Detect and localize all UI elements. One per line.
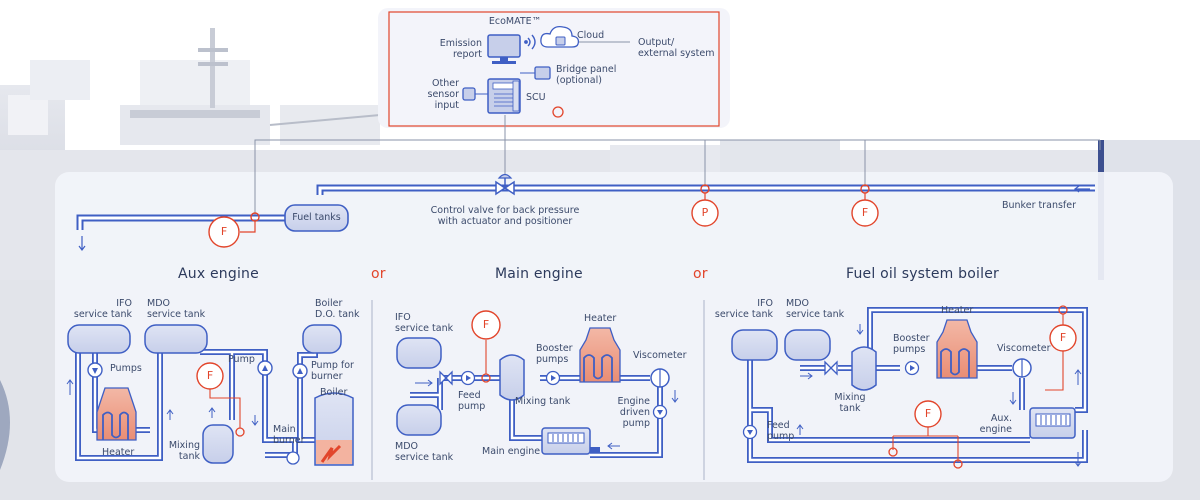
pressure-gauge-letter: P — [701, 206, 709, 219]
boiler-booster-pumps-label: Booster pumps — [893, 333, 930, 355]
boiler-heater-icon — [936, 319, 978, 379]
pressure-gauge — [691, 199, 719, 227]
aux-pump-label: Pump — [228, 354, 255, 365]
boiler-feed-pump-label: Feed pump — [767, 420, 795, 442]
status-indicator — [552, 106, 564, 118]
boiler-mixing-tank-label: Mixing tank — [834, 392, 866, 414]
emission-report-label: Emission report — [439, 38, 482, 60]
aux-main-burner-label: Main burner — [273, 424, 305, 446]
bridge-panel-label: Bridge panel (optional) — [556, 64, 617, 86]
main-feed-pump-label: Feed pump — [458, 390, 486, 412]
aux-engine-icon — [1029, 407, 1076, 439]
aux-ifo-tank — [67, 324, 131, 354]
aux-pumps-label: Pumps — [110, 363, 142, 374]
main-flow-gauge-letter: F — [482, 318, 490, 331]
boiler-ifo-tank — [731, 329, 778, 361]
main-heater-icon — [579, 327, 621, 383]
main-booster-pumps-label: Booster pumps — [536, 343, 573, 365]
main-engine-driven-pump-label: Engine driven pump — [617, 396, 650, 429]
fuel-tanks-label: Fuel tanks — [292, 212, 341, 223]
boiler-mdo-tank-label: MDO service tank — [786, 298, 845, 320]
cloud-label: Cloud — [577, 30, 605, 41]
control-valve-icon — [495, 173, 515, 196]
ecomate-panel-border — [388, 11, 720, 127]
main-engine-system — [396, 310, 679, 458]
aux-engine-system — [66, 324, 354, 466]
boiler-heater-label: Heater — [941, 305, 974, 316]
aux-ifo-tank-label: IFO service tank — [73, 298, 132, 320]
ecomate-label: EcoMATE™ — [488, 16, 542, 27]
main-heater-label: Heater — [584, 313, 617, 324]
aux-heater-label: Heater — [102, 447, 135, 458]
other-sensor-label: Other sensor input — [427, 78, 459, 111]
aux-burner-pump — [286, 451, 300, 465]
boiler-fuel-system — [731, 305, 1088, 469]
aux-boiler-icon — [314, 392, 354, 466]
boiler-viscometer-label: Viscometer — [997, 343, 1051, 354]
cloud-icon — [540, 26, 580, 48]
fuel-flow-meter-aux — [208, 216, 240, 248]
scu-label: SCU — [526, 92, 546, 103]
boiler-ifo-tank-label: IFO service tank — [714, 298, 773, 320]
main-engine-label: Main engine — [482, 446, 541, 457]
wireless-signal-icon — [524, 34, 536, 50]
boiler-return-flow-gauge-letter: F — [1059, 331, 1067, 344]
control-valve-label: Control valve for back pressure with act… — [430, 205, 580, 227]
output-label: Output/ external system — [638, 37, 715, 59]
aux-engine-title: Aux engine — [178, 266, 259, 282]
supply-line-pipe — [76, 184, 1095, 230]
main-engine-icon — [541, 427, 591, 455]
or-separator-2: or — [693, 266, 708, 282]
main-ifo-tank — [396, 337, 442, 369]
boiler-supply-flow-gauge-letter: F — [924, 407, 932, 420]
boiler-mdo-tank — [784, 329, 831, 361]
aux-mdo-tank-label: MDO service tank — [147, 298, 206, 320]
monitor-icon — [487, 34, 521, 64]
aux-flow-gauge-letter: F — [206, 369, 214, 382]
sensor-icon — [462, 87, 488, 101]
fuel-tanks-shape — [284, 204, 349, 232]
main-engine-title: Main engine — [495, 266, 583, 282]
scu-icon — [487, 78, 521, 114]
aux-mdo-tank — [144, 324, 208, 354]
main-viscometer-label: Viscometer — [633, 350, 687, 361]
main-flow-meter — [471, 310, 501, 340]
main-mdo-tank — [396, 404, 442, 436]
aux-mixing-tank-label: Mixing tank — [168, 440, 200, 462]
aux-pump-for-burner-label: Pump for burner — [311, 360, 354, 382]
aux-heater-icon — [96, 387, 137, 441]
main-mdo-tank-label: MDO service tank — [395, 441, 454, 463]
outlet-arrow — [78, 236, 86, 251]
main-ifo-tank-label: IFO service tank — [395, 312, 454, 334]
main-three-way-valve — [439, 370, 453, 386]
bridge-panel-icon — [520, 66, 551, 80]
bunker-transfer-label: Bunker transfer — [1002, 200, 1077, 211]
aux-boiler-do-tank-label: Boiler D.O. tank — [315, 298, 360, 320]
main-mixing-tank — [499, 354, 525, 401]
or-separator-1: or — [371, 266, 386, 282]
main-mixing-tank-label: Mixing tank — [515, 396, 571, 407]
boiler-three-way-valve — [824, 360, 838, 376]
flow-gauge-letter: F — [861, 206, 869, 219]
aux-boiler-label: Boiler — [320, 387, 348, 398]
flow-gauge-letter: F — [220, 225, 228, 238]
fuel-oil-boiler-title: Fuel oil system boiler — [846, 266, 999, 282]
bunker-inlet-arrow — [1074, 185, 1090, 193]
aux-mixing-tank — [202, 424, 234, 464]
boiler-aux-engine-label: Aux. engine — [979, 413, 1012, 435]
bunker-flow-meter — [851, 199, 879, 227]
aux-boiler-do-tank — [302, 324, 342, 354]
boiler-mixing-tank — [851, 346, 877, 391]
